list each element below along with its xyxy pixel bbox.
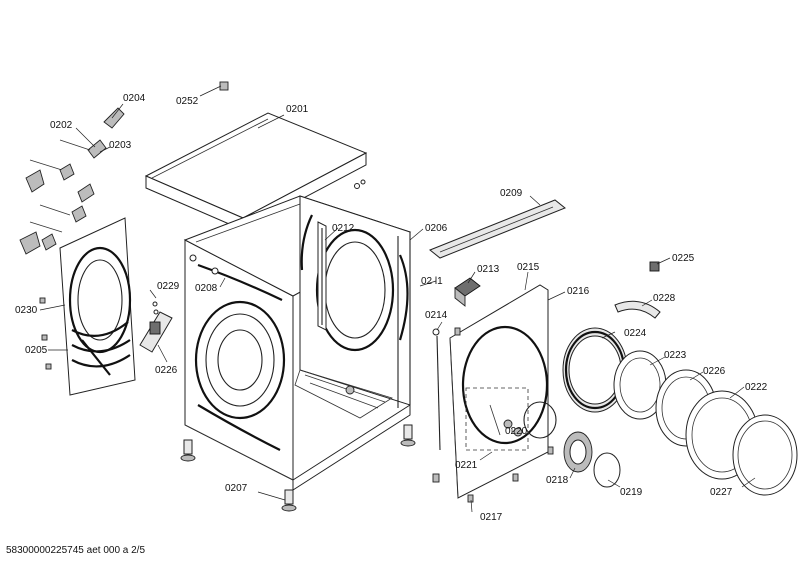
traverse-0209 <box>429 199 566 259</box>
bracket-0226 <box>139 301 173 353</box>
door-seal-0224 <box>562 327 628 413</box>
part-labels: 0201 0202 0203 0204 0205 0206 0207 0208 … <box>15 93 768 523</box>
label-0203: 0203 <box>109 140 132 151</box>
label-0216: 0216 <box>567 286 590 297</box>
module-0213 <box>454 277 481 307</box>
label-0212: 0212 <box>332 223 355 234</box>
wire-0214 <box>432 328 441 451</box>
label-0211: 02 l1 <box>421 276 443 287</box>
label-0229: 0229 <box>157 281 180 292</box>
label-0222: 0222 <box>745 382 768 393</box>
label-0209: 0209 <box>500 188 523 199</box>
lock-0225 <box>649 261 660 272</box>
cabinet <box>180 179 416 512</box>
foot-front <box>281 489 297 512</box>
door-glass-0227 <box>732 414 798 496</box>
hinge-parts <box>19 81 229 255</box>
label-0223: 0223 <box>664 350 687 361</box>
hinge-0228 <box>614 300 661 319</box>
label-0217: 0217 <box>480 512 503 523</box>
label-0215: 0215 <box>517 262 540 273</box>
label-0227: 0227 <box>710 487 733 498</box>
label-0228: 0228 <box>653 293 676 304</box>
leader-lines <box>39 85 756 513</box>
label-0213: 0213 <box>477 264 500 275</box>
foot-left <box>180 439 196 462</box>
label-0208: 0208 <box>195 283 218 294</box>
label-0220: 0220 <box>505 426 528 437</box>
label-0230: 0230 <box>15 305 38 316</box>
label-0204: 0204 <box>123 93 146 104</box>
label-0226-left: 0226 <box>155 365 178 376</box>
label-0218: 0218 <box>546 475 569 486</box>
front-panel <box>449 284 557 499</box>
label-0206: 0206 <box>425 223 448 234</box>
label-0201: 0201 <box>286 104 309 115</box>
lock-cover-0219 <box>593 452 621 488</box>
rear-panel <box>59 217 136 396</box>
door-lock-0218 <box>563 431 593 473</box>
document-reference: 58300000225745 aet 000 a 2/5 <box>6 545 146 556</box>
label-0252: 0252 <box>176 96 199 107</box>
label-0214: 0214 <box>425 310 448 321</box>
label-0205: 0205 <box>25 345 48 356</box>
small-screws <box>39 297 554 503</box>
label-0202: 0202 <box>50 120 73 131</box>
label-0224: 0224 <box>624 328 647 339</box>
label-0226-right: 0226 <box>703 366 726 377</box>
label-0219: 0219 <box>620 487 643 498</box>
label-0221: 0221 <box>455 460 478 471</box>
foot-right <box>400 424 416 447</box>
label-0225: 0225 <box>672 253 695 264</box>
label-0207: 0207 <box>225 483 248 494</box>
